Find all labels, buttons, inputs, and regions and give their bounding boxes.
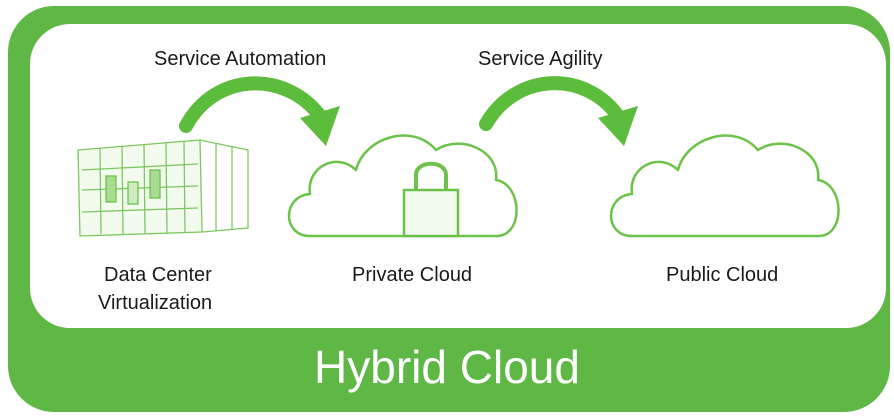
data-center-label-line1: Data Center xyxy=(104,264,212,286)
service-agility-label: Service Agility xyxy=(478,48,603,70)
service-automation-label: Service Automation xyxy=(154,48,327,70)
private-cloud-label: Private Cloud xyxy=(352,264,473,286)
server-rack-icon xyxy=(77,139,249,237)
cloud-lock-icon xyxy=(287,134,518,238)
service-agility-arrow xyxy=(479,76,638,146)
data-center-label-line2: Virtualization xyxy=(98,292,213,314)
cloud-icon xyxy=(609,134,840,238)
hybrid-cloud-title: Hybrid Cloud xyxy=(314,341,580,393)
service-automation-arrow xyxy=(179,76,340,146)
public-cloud-label: Public Cloud xyxy=(666,264,779,286)
